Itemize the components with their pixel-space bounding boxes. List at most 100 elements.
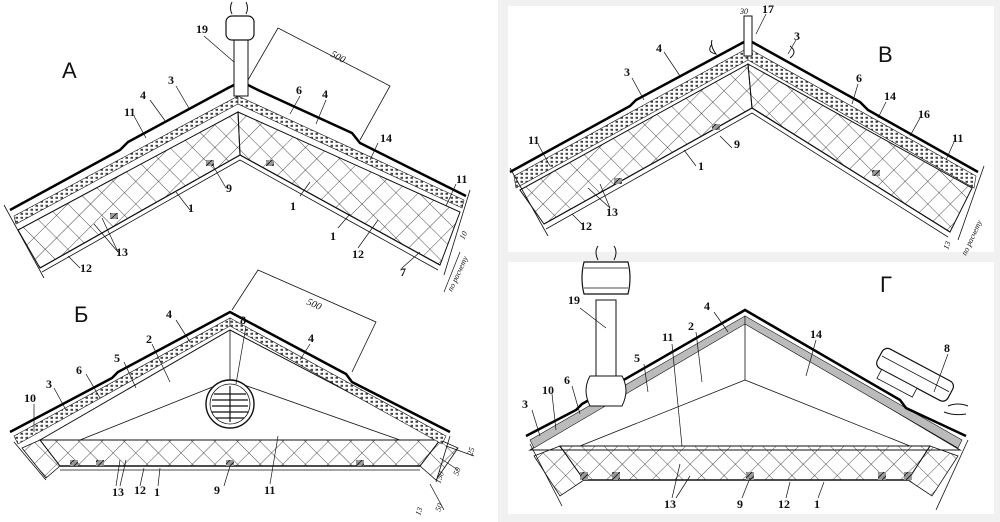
callout: 9 (214, 483, 220, 497)
cut-line-right (435, 435, 451, 483)
callout: 4 (322, 87, 328, 101)
dimension-layer: 10 (458, 230, 470, 241)
spacer-block (356, 460, 364, 466)
panel-label-a: А (62, 58, 77, 83)
callout: 8 (240, 313, 246, 327)
callout: 3 (168, 73, 174, 87)
cut-line-right (935, 439, 969, 511)
vent-pipe (233, 35, 249, 97)
callouts-g: 19 4 2 11 5 6 10 3 14 8 (522, 293, 950, 511)
spacer-block (96, 460, 104, 466)
ceiling-finish-line (545, 112, 949, 238)
dimension-500: 500 (305, 297, 323, 313)
vent-grille (212, 386, 248, 422)
callout: 5 (114, 351, 120, 365)
dimension-150: 150 (433, 470, 446, 484)
panel-g: Г (522, 245, 969, 511)
callout: 11 (124, 105, 135, 119)
callout: 3 (794, 29, 800, 43)
batten-layer-right (229, 317, 447, 445)
spacer-block (226, 460, 234, 466)
callouts-b: 4 2 5 6 3 10 8 4 13 12 (24, 307, 314, 499)
spacer-block (872, 170, 880, 176)
callout: 11 (264, 483, 275, 497)
callout: 1 (698, 159, 704, 173)
dimension-chain-b: 25 50 150 50 13 (413, 445, 477, 517)
dimension-50: 50 (451, 466, 462, 477)
callouts-a: 19 3 4 11 9 1 13 12 6 4 (67, 22, 467, 279)
callout: 12 (134, 483, 146, 497)
cut-line-left (13, 441, 47, 481)
roof-vent-8 (876, 347, 955, 402)
callout: 11 (528, 133, 539, 147)
spacer-block (612, 472, 620, 480)
callout: 4 (704, 299, 710, 313)
cut-line-left (529, 443, 563, 507)
callouts-v: 30 17 4 3 3 6 14 16 11 11 9 (528, 2, 963, 233)
panel-label-b: Б (74, 302, 88, 327)
spacer-block (614, 178, 622, 184)
ceiling-line (543, 107, 951, 233)
callout: 13 (606, 205, 618, 219)
cut-line-left (509, 167, 549, 237)
spacer-block (904, 472, 912, 480)
callout: 13 (112, 485, 124, 499)
callout: 5 (634, 351, 640, 365)
callout: 3 (522, 397, 528, 411)
callout: 12 (352, 247, 364, 261)
callout: 12 (778, 497, 790, 511)
cut-line-left (3, 204, 45, 279)
callout: 2 (146, 332, 152, 346)
dimension-line-500 (247, 27, 391, 141)
eave-insulation-right (419, 439, 459, 481)
panel-b: Б (9, 269, 477, 517)
insulation-left (519, 63, 753, 225)
callout: 6 (564, 373, 570, 387)
callout: 11 (456, 172, 467, 186)
dimension-note: по расчету (446, 254, 470, 293)
callout: 3 (46, 377, 52, 391)
callout: 10 (542, 383, 554, 397)
callout: 12 (580, 219, 592, 233)
panel-v: В 30 17 4 3 (509, 2, 985, 257)
panel-label-g: Г (880, 272, 892, 297)
callout: 10 (24, 391, 36, 405)
callout: 4 (656, 41, 662, 55)
callout: 7 (400, 265, 406, 279)
batten-layer-right (744, 315, 963, 449)
roofing (525, 308, 967, 438)
ceiling-finish-line (41, 159, 439, 273)
dimension-13: 13 (941, 240, 952, 251)
roofing-left (9, 82, 237, 212)
insulation-left (17, 111, 241, 269)
callout: 6 (76, 363, 82, 377)
callout: 6 (856, 71, 862, 85)
vent-stack (595, 299, 617, 377)
dimension-500: 500 (329, 49, 347, 66)
ridge-vent-slot (743, 15, 753, 57)
cut-line-right (443, 189, 471, 276)
callout: 19 (568, 293, 580, 307)
batten-layer-right (237, 95, 465, 209)
vent-head (581, 261, 631, 295)
callout: 6 (296, 83, 302, 97)
spacer-block (70, 460, 78, 466)
airflow-arrows-icon (709, 39, 795, 59)
spacer-block (110, 213, 118, 219)
vent-cap (225, 15, 255, 41)
airflow-arrows-icon (595, 245, 617, 261)
dimension-50: 50 (433, 502, 444, 513)
callout: 12 (80, 261, 92, 275)
callout: 3 (624, 65, 630, 79)
callout: 4 (140, 88, 146, 102)
callout: 16 (918, 107, 930, 121)
ceiling-line (39, 154, 441, 269)
dimension-30: 30 (739, 7, 748, 16)
callout: 1 (188, 201, 194, 215)
callout: 9 (226, 181, 232, 195)
dimension-25: 25 (465, 446, 476, 457)
cut-line-right (957, 165, 985, 241)
callout: 14 (810, 327, 822, 341)
